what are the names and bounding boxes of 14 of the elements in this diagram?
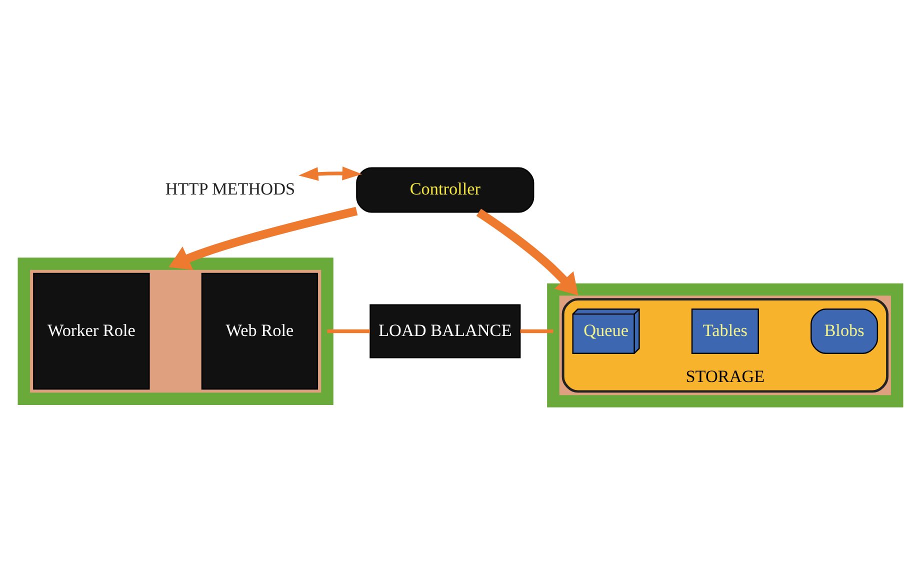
node-text: HTTP METHODS [165, 180, 296, 199]
node-box: LOAD BALANCE [370, 304, 521, 358]
node-box: Worker Role [33, 272, 150, 390]
connector [327, 329, 370, 334]
arrow [298, 166, 362, 181]
arrow [168, 206, 358, 270]
node-box: Controller [356, 167, 534, 213]
node-box: Web Role [201, 272, 318, 390]
node-box: Tables [691, 308, 759, 354]
connector [520, 329, 554, 334]
node-box: Blobs [810, 308, 878, 354]
cluster [547, 283, 904, 408]
cluster [18, 258, 334, 405]
arrow [476, 208, 578, 296]
